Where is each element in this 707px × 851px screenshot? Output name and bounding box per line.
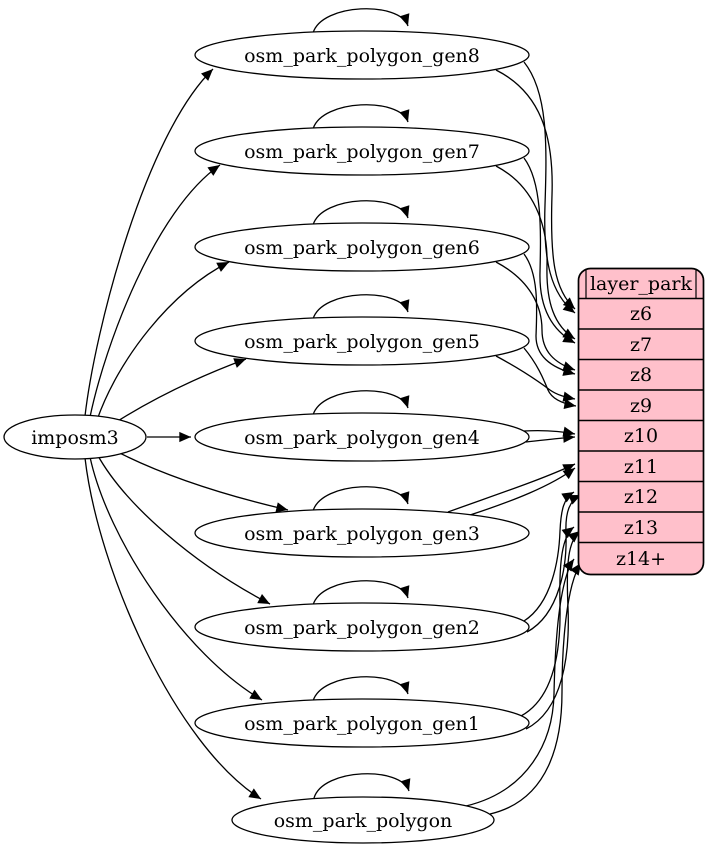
row-z13: z13 [624,517,658,539]
gen3-label: osm_park_polygon_gen3 [244,523,480,545]
self-loop-gen4 [312,390,410,416]
gen5-ellipse [194,316,530,366]
edge-gen5-to-z9-1 [495,355,576,402]
gen4-ellipse [194,412,530,462]
gen5-label: osm_park_polygon_gen5 [244,331,480,353]
row-z8: z8 [630,364,652,386]
edge-imposm3-to-gen3 [109,447,289,513]
edge-gen4-to-z10-1 [523,426,576,437]
edge-gen4-to-z10-2 [525,432,576,443]
edge-gen7-to-z7-2 [523,157,576,344]
edge-gen6-to-z8-1 [495,261,576,372]
self-loop-osm-park-polygon [313,773,411,799]
layer-park-table: layer_park z6 z7 z8 z9 z10 z11 z12 z13 z… [577,267,705,576]
edge-imposm3-to-gen1 [89,456,263,701]
edge-gen8-to-z6-2 [523,61,576,314]
gen2-ellipse [194,602,530,652]
edge-gen1-to-z13-2 [525,530,581,730]
row-z11: z11 [624,456,658,478]
edge-imposm3-to-gen2 [96,453,271,605]
node-osm-park-polygon-gen1: osm_park_polygon_gen1 [194,698,530,748]
self-loop-gen2 [312,580,410,606]
gen1-label: osm_park_polygon_gen1 [244,713,480,735]
edge-gen3-to-z11-2 [469,467,576,516]
row-z12: z12 [624,486,658,508]
row-z6: z6 [630,303,652,325]
node-osm-park-polygon-gen3: osm_park_polygon_gen3 [194,508,530,558]
self-loop-gen6 [312,200,410,226]
self-loop-gen3 [312,486,410,512]
edge-imposm3-to-gen7 [89,164,221,418]
node-osm-park-polygon-gen2: osm_park_polygon_gen2 [194,602,530,652]
node-osm-park-polygon-gen6: osm_park_polygon_gen6 [194,222,530,272]
gen6-ellipse [194,222,530,272]
layer-park-title: layer_park [590,273,693,295]
edge-gen7-to-z7-1 [495,165,576,340]
node-imposm3: imposm3 [3,414,147,460]
layer-park-outline [577,267,705,576]
node-osm-park-polygon: osm_park_polygon [231,796,495,844]
gen1-ellipse [194,698,530,748]
self-loop-gen8 [312,8,410,34]
self-loop-gen5 [312,294,410,320]
gen2-label: osm_park_polygon_gen2 [244,617,480,639]
osm-park-polygon-label: osm_park_polygon [274,810,453,832]
edge-imposm3-to-gen8 [84,68,214,417]
edge-gen6-to-z8-2 [523,253,576,376]
row-z14: z14+ [616,548,666,570]
self-loop-gen1 [312,676,410,702]
edge-osm-park-polygon-to-z14-1 [465,558,575,807]
gen4-label: osm_park_polygon_gen4 [244,427,480,449]
gen8-label: osm_park_polygon_gen8 [244,45,480,67]
node-osm-park-polygon-gen5: osm_park_polygon_gen5 [194,316,530,366]
edge-gen2-to-z12-1 [523,491,575,622]
row-z10: z10 [624,425,658,447]
edge-osm-park-polygon-to-z14-2 [489,562,582,815]
self-loop-gen7 [312,104,410,130]
gen7-ellipse [194,126,530,176]
edge-imposm3-to-gen5 [109,358,247,427]
edge-gen3-to-z11-1 [447,463,576,513]
edge-gen8-to-z6-1 [495,69,576,310]
row-z7: z7 [630,334,652,356]
imposm3-label: imposm3 [31,427,119,449]
edges-layer [84,8,582,815]
node-osm-park-polygon-gen4: osm_park_polygon_gen4 [194,412,530,462]
osm-park-polygon-ellipse [231,796,495,844]
node-osm-park-polygon-gen8: osm_park_polygon_gen8 [194,30,530,80]
edge-gen5-to-z9-2 [523,347,577,410]
gen7-label: osm_park_polygon_gen7 [244,141,480,163]
gen3-ellipse [194,508,530,558]
node-osm-park-polygon-gen7: osm_park_polygon_gen7 [194,126,530,176]
gen8-ellipse [194,30,530,80]
edge-imposm3-to-osm-park-polygon [84,457,262,800]
edge-imposm3-to-gen6 [96,261,230,421]
imposm3-ellipse [3,414,147,460]
gen6-label: osm_park_polygon_gen6 [244,237,480,259]
row-z9: z9 [630,395,652,417]
